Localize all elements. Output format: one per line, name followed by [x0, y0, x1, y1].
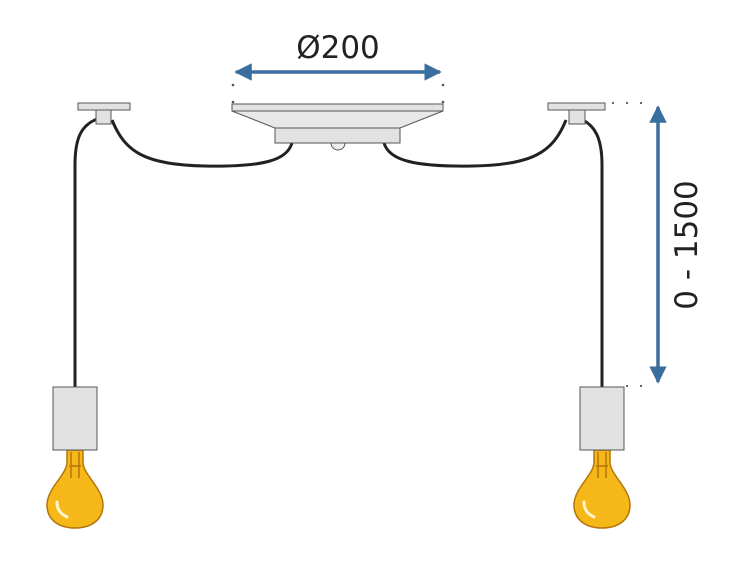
- diameter-dimension: Ø200: [231, 30, 445, 104]
- right-cable-hook: [547, 102, 606, 125]
- left-lamp-socket: [52, 386, 98, 451]
- length-dimension: 0 - 1500: [612, 102, 705, 387]
- diameter-label: Ø200: [296, 30, 380, 66]
- left-light-bulb: [45, 448, 105, 530]
- right-lamp-socket: [579, 386, 625, 451]
- cables: [73, 116, 604, 388]
- ceiling-rose: [231, 103, 444, 151]
- right-lamp: [572, 386, 632, 530]
- length-label: 0 - 1500: [669, 180, 705, 310]
- left-cable-hook: [77, 102, 131, 125]
- left-lamp: [45, 386, 105, 530]
- right-light-bulb: [572, 448, 632, 530]
